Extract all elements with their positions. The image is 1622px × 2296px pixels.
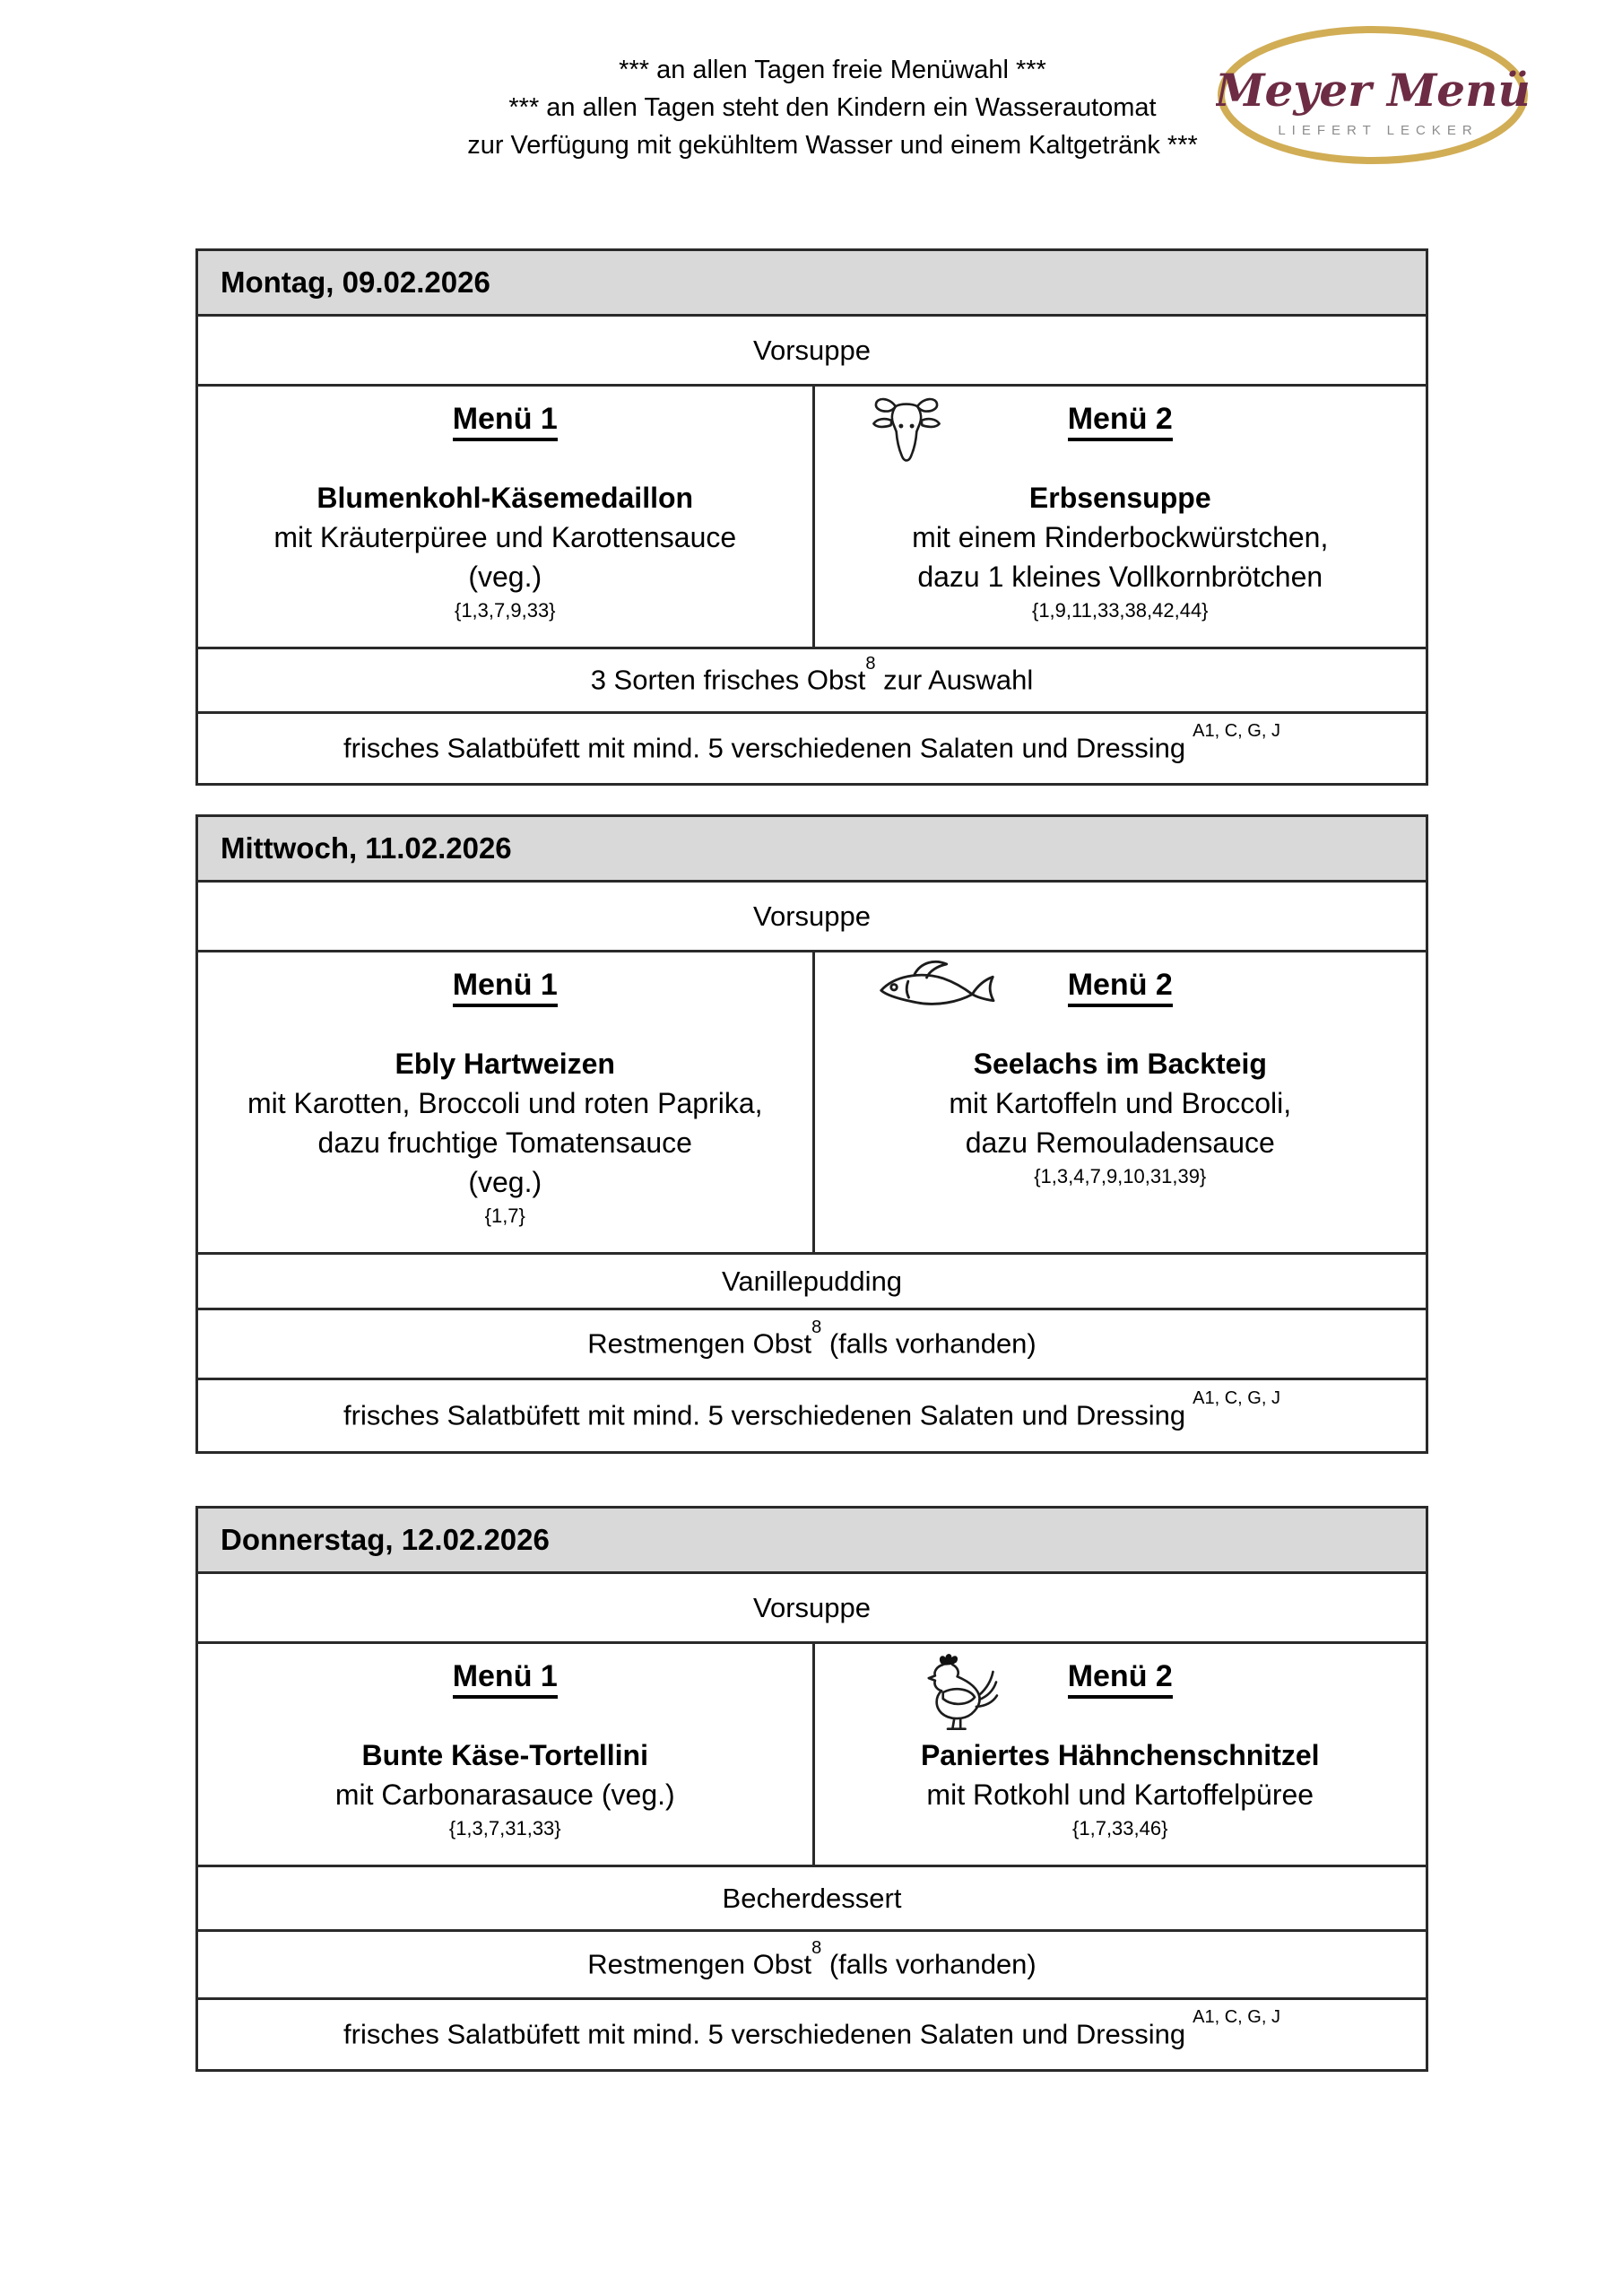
dish-line: mit Rotkohl und Kartoffelpüree	[926, 1779, 1314, 1811]
starter-row: Vorsuppe	[198, 314, 1426, 384]
dish-line: mit Karotten, Broccoli und roten Paprika…	[247, 1087, 763, 1119]
meyer-menue-logo: Meyer Menü LIEFERT LECKER	[1213, 23, 1531, 167]
menu1-cell: Menü 1 Bunte Käse-Tortellini mit Carbona…	[198, 1644, 812, 1865]
salad-row: frisches Salatbüfett mit mind. 5 verschi…	[198, 711, 1426, 783]
salad-text: frisches Salatbüfett mit mind. 5 verschi…	[343, 1388, 1280, 1431]
menu2-title-text: Menü 2	[1067, 402, 1173, 441]
allergen-superscript: 8	[865, 654, 876, 674]
fruit-text: 3 Sorten frisches Obst8 zur Auswahl	[590, 654, 1034, 696]
menu1-dish-block: Blumenkohl-Käsemedaillon mit Kräuterpüre…	[209, 478, 802, 625]
menus-row: Menü 1 Ebly Hartweizen mit Karotten, Bro…	[198, 950, 1426, 1252]
menu1-title: Menü 1	[209, 1658, 802, 1699]
menus-row: Menü 1 Bunte Käse-Tortellini mit Carbona…	[198, 1641, 1426, 1865]
menu1-title: Menü 1	[209, 401, 802, 441]
dish-name: Blumenkohl-Käsemedaillon	[317, 482, 694, 514]
dish-line: dazu Remouladensauce	[965, 1126, 1275, 1159]
menu2-cell: Menü 2 Seelachs im Backteig mit Kartoffe…	[811, 952, 1427, 1252]
menu2-dish-block: Seelachs im Backteig mit Kartoffeln und …	[826, 1044, 1416, 1191]
dish-line: dazu fruchtige Tomatensauce	[317, 1126, 692, 1159]
allergen-codes: {1,7,33,46}	[1072, 1817, 1168, 1839]
allergen-codes: {1,3,7,9,33}	[454, 599, 556, 622]
logo-ellipse-icon: Meyer Menü LIEFERT LECKER	[1213, 26, 1531, 164]
allergen-codes: {1,3,7,31,33}	[448, 1817, 561, 1839]
dish-line: mit Carbonarasauce (veg.)	[334, 1779, 675, 1811]
menu2-cell: Menü 2 Erbsensuppe mit einem Rinderbockw…	[811, 387, 1427, 647]
menu2-title: Menü 2	[826, 401, 1416, 441]
dessert-row: Becherdessert	[198, 1865, 1426, 1929]
menu1-cell: Menü 1 Ebly Hartweizen mit Karotten, Bro…	[198, 952, 812, 1252]
salad-row: frisches Salatbüfett mit mind. 5 verschi…	[198, 1378, 1426, 1451]
menu2-dish-block: Paniertes Hähnchenschnitzel mit Rotkohl …	[826, 1735, 1416, 1843]
menu2-cell: Menü 2 Paniertes Hähnchenschnitzel mit R…	[811, 1644, 1427, 1865]
dish-line: dazu 1 kleines Vollkornbrötchen	[917, 561, 1323, 593]
menu2-title: Menü 2	[826, 1658, 1416, 1699]
logo-brand-text: Meyer Menü	[1216, 64, 1530, 117]
fruit-text: Restmengen Obst8 (falls vorhanden)	[587, 1318, 1037, 1360]
cow-icon	[867, 396, 946, 469]
dish-name: Seelachs im Backteig	[973, 1048, 1267, 1080]
day-table-donnerstag: Donnerstag, 12.02.2026 Vorsuppe Menü 1 B…	[195, 1506, 1428, 2072]
fruit-row: Restmengen Obst8 (falls vorhanden)	[198, 1308, 1426, 1378]
dish-line: (veg.)	[468, 1166, 542, 1198]
menus-row: Menü 1 Blumenkohl-Käsemedaillon mit Kräu…	[198, 384, 1426, 647]
starter-row: Vorsuppe	[198, 880, 1426, 950]
menu1-dish-block: Ebly Hartweizen mit Karotten, Broccoli u…	[209, 1044, 802, 1231]
allergen-superscript: 8	[811, 1318, 822, 1338]
dish-line: mit Kartoffeln und Broccoli,	[949, 1087, 1292, 1119]
notice-line-1: *** an allen Tagen freie Menüwahl ***	[619, 56, 1046, 84]
day-table-montag: Montag, 09.02.2026 Vorsuppe Menü 1 Blume…	[195, 248, 1428, 786]
menu2-title-text: Menü 2	[1067, 968, 1173, 1007]
fish-icon	[876, 954, 998, 1019]
dessert-row: Vanillepudding	[198, 1252, 1426, 1308]
day-header: Mittwoch, 11.02.2026	[198, 817, 1426, 880]
dish-line: (veg.)	[468, 561, 542, 593]
notice-block: *** an allen Tagen freie Menüwahl *** **…	[0, 0, 1622, 164]
notice-line-2: *** an allen Tagen steht den Kindern ein…	[508, 93, 1157, 122]
salad-text: frisches Salatbüfett mit mind. 5 verschi…	[343, 721, 1280, 764]
starter-row: Vorsuppe	[198, 1571, 1426, 1641]
day-header: Montag, 09.02.2026	[198, 251, 1426, 314]
menu1-dish-block: Bunte Käse-Tortellini mit Carbonarasauce…	[209, 1735, 802, 1843]
fruit-row: 3 Sorten frisches Obst8 zur Auswahl	[198, 647, 1426, 711]
allergen-superscript: 8	[811, 1938, 822, 1959]
dish-name: Ebly Hartweizen	[395, 1048, 615, 1080]
allergen-codes: {1,9,11,33,38,42,44}	[1031, 599, 1209, 622]
menu1-title-text: Menü 1	[452, 402, 558, 441]
allergen-letters-superscript: A1, C, G, J	[1193, 1388, 1280, 1409]
dish-name: Bunte Käse-Tortellini	[361, 1739, 648, 1771]
allergen-letters-superscript: A1, C, G, J	[1193, 721, 1280, 742]
salad-row: frisches Salatbüfett mit mind. 5 verschi…	[198, 1997, 1426, 2069]
allergen-codes: {1,3,4,7,9,10,31,39}	[1034, 1165, 1207, 1187]
menu1-title-text: Menü 1	[452, 1659, 558, 1699]
menu2-title-text: Menü 2	[1067, 1659, 1173, 1699]
menu1-cell: Menü 1 Blumenkohl-Käsemedaillon mit Kräu…	[198, 387, 812, 647]
menu1-title: Menü 1	[209, 967, 802, 1007]
fruit-row: Restmengen Obst8 (falls vorhanden)	[198, 1929, 1426, 1997]
fruit-text: Restmengen Obst8 (falls vorhanden)	[587, 1938, 1037, 1980]
dish-name: Paniertes Hähnchenschnitzel	[920, 1739, 1320, 1771]
chicken-icon	[910, 1651, 1000, 1734]
dish-line: mit einem Rinderbockwürstchen,	[912, 521, 1329, 553]
logo-tagline-text: LIEFERT LECKER	[1278, 123, 1478, 138]
salad-text: frisches Salatbüfett mit mind. 5 verschi…	[343, 2007, 1280, 2050]
notice-line-3: zur Verfügung mit gekühltem Wasser und e…	[467, 131, 1198, 160]
dish-name: Erbsensuppe	[1028, 482, 1211, 514]
menu2-dish-block: Erbsensuppe mit einem Rinderbockwürstche…	[826, 478, 1416, 625]
allergen-codes: {1,7}	[484, 1205, 525, 1227]
day-table-mittwoch: Mittwoch, 11.02.2026 Vorsuppe Menü 1 Ebl…	[195, 814, 1428, 1454]
allergen-letters-superscript: A1, C, G, J	[1193, 2007, 1280, 2028]
menu2-title: Menü 2	[826, 967, 1416, 1007]
day-header: Donnerstag, 12.02.2026	[198, 1509, 1426, 1571]
menu1-title-text: Menü 1	[452, 968, 558, 1007]
dish-line: mit Kräuterpüree und Karottensauce	[273, 521, 737, 553]
